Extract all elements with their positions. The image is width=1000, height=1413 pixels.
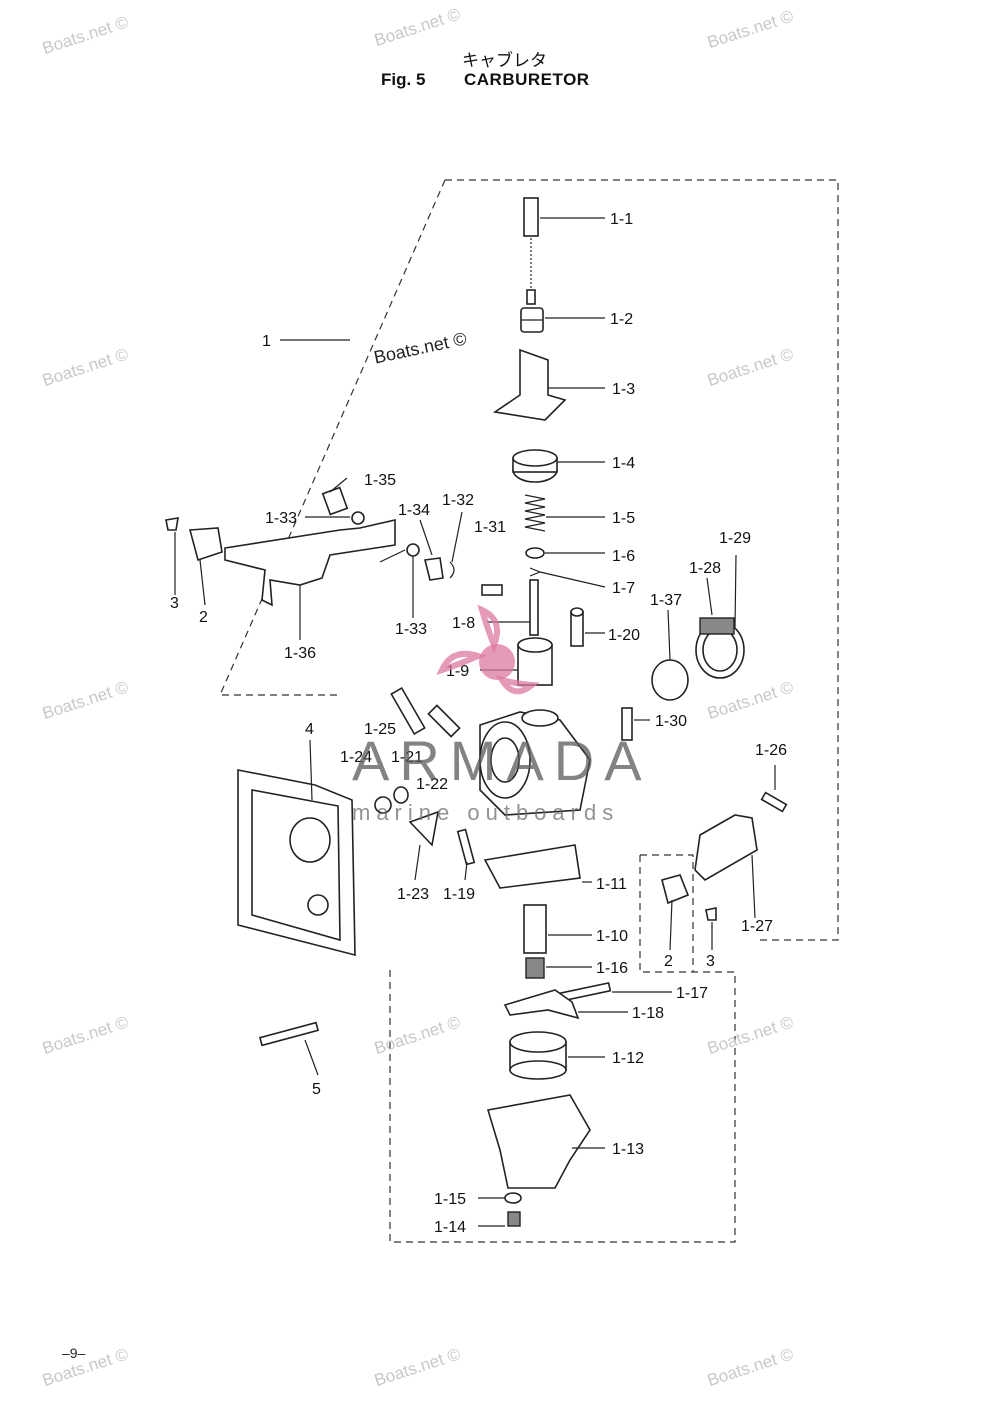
label-5: 5 [312, 1081, 321, 1098]
carburetor-body-part [479, 709, 591, 816]
label-1-6: 1-6 [612, 548, 635, 565]
throttle-cable-part [523, 197, 539, 305]
washer-part-1-24 [374, 796, 392, 814]
page-number: –9– [62, 1345, 86, 1361]
label-1-25: 1-25 [364, 721, 396, 738]
brand-watermark: ARMADA [352, 729, 652, 792]
clip-part [529, 567, 542, 577]
washer-part [525, 547, 545, 559]
fuel-inlet-fitting-part [570, 607, 584, 647]
lever-part-1-34 [424, 557, 444, 581]
label-1-8: 1-8 [452, 615, 475, 632]
assembly-boundary-lower [389, 854, 736, 1243]
title-japanese: キャブレタ [462, 51, 547, 71]
brand-watermark-subtitle: marine outboards [352, 800, 620, 825]
drain-screw-part [507, 1211, 521, 1227]
label-1-33-lower: 1-33 [395, 621, 427, 638]
label-1-21: 1-21 [391, 749, 423, 766]
pilot-screw-part [427, 704, 461, 738]
spring-part-1-22 [393, 786, 409, 804]
float-chamber-gasket-part [483, 844, 581, 889]
float-chamber-part [486, 1094, 591, 1189]
screw-part-1-30 [621, 707, 633, 741]
label-1-36: 1-36 [284, 645, 316, 662]
label-1-27: 1-27 [741, 918, 773, 935]
part-labels: 1 1-1 1-2 1-3 1-4 1-5 1-6 1-7 1-8 1-9 1-… [170, 211, 787, 1236]
air-silencer-part [237, 769, 356, 957]
label-3-left: 3 [170, 595, 179, 612]
float-arm-part [503, 989, 580, 1020]
label-1-1: 1-1 [610, 211, 633, 228]
o-ring-part [651, 659, 689, 701]
label-1-35: 1-35 [364, 472, 396, 489]
label-1: 1 [262, 333, 271, 350]
label-1-24: 1-24 [340, 749, 372, 766]
label-1-20: 1-20 [608, 627, 640, 644]
label-1-37: 1-37 [650, 592, 682, 609]
label-1-13: 1-13 [612, 1141, 644, 1158]
label-1-3: 1-3 [612, 381, 635, 398]
label-4: 4 [305, 721, 314, 738]
label-1-19: 1-19 [443, 886, 475, 903]
bushing-part [321, 486, 349, 516]
label-1-26: 1-26 [755, 742, 787, 759]
assembly-boundary-upper [219, 179, 839, 941]
label-1-23: 1-23 [397, 886, 429, 903]
label-1-14: 1-14 [434, 1219, 466, 1236]
label-1-29: 1-29 [719, 530, 751, 547]
callout-lines [174, 217, 776, 1227]
label-1-31: 1-31 [474, 519, 506, 536]
cable-end-part-left [188, 527, 223, 562]
idle-screw-part [390, 686, 426, 736]
label-1-34: 1-34 [398, 502, 430, 519]
label-1-7: 1-7 [612, 580, 635, 597]
label-1-4: 1-4 [612, 455, 635, 472]
label-1-32: 1-32 [442, 492, 474, 509]
label-1-2: 1-2 [610, 311, 633, 328]
hose-clamp-part [695, 617, 745, 679]
screw-part-3-left [165, 517, 179, 531]
label-2-right: 2 [664, 953, 673, 970]
mixing-chamber-cap-part [512, 449, 558, 483]
throttle-valve-part [517, 637, 553, 686]
cable-bracket-part [492, 348, 567, 421]
choke-lever-part [694, 814, 758, 881]
figure-number: Fig. 5 [381, 70, 426, 89]
main-jet-part [523, 904, 547, 954]
silencer-bolt-part [258, 1021, 320, 1047]
washer-part-1-33b [406, 543, 420, 557]
label-1-33-upper: 1-33 [265, 510, 297, 527]
label-1-10: 1-10 [596, 928, 628, 945]
pin-part-1-19 [456, 828, 476, 866]
label-1-22: 1-22 [416, 776, 448, 793]
label-2-left: 2 [199, 609, 208, 626]
throttle-spring-part [524, 494, 546, 532]
choke-plate-part [408, 810, 440, 847]
throttle-link-part [224, 518, 396, 607]
screw-part-1-31 [481, 584, 503, 596]
washer-part-1-33a [351, 511, 365, 525]
label-1-30: 1-30 [655, 713, 687, 730]
cable-adjuster-part [520, 307, 544, 333]
label-1-5: 1-5 [612, 510, 635, 527]
label-1-18: 1-18 [632, 1005, 664, 1022]
label-3-right: 3 [706, 953, 715, 970]
label-1-12: 1-12 [612, 1050, 644, 1067]
brand-logo-icon [436, 604, 540, 695]
washer-part-1-15 [504, 1192, 522, 1204]
screw-part-3-right [705, 907, 717, 921]
label-1-16: 1-16 [596, 960, 628, 977]
float-part [509, 1031, 567, 1080]
needle-valve-part [525, 957, 545, 979]
label-1-11: 1-11 [596, 876, 627, 893]
page-title: CARBURETOR [464, 70, 590, 89]
jet-needle-part [529, 579, 539, 636]
label-1-28: 1-28 [689, 560, 721, 577]
clip-part-1-32 [449, 561, 455, 579]
label-1-17: 1-17 [676, 985, 708, 1002]
label-1-15: 1-15 [434, 1191, 466, 1208]
pin-part-1-26 [760, 791, 788, 813]
cable-end-part-right [661, 874, 690, 905]
